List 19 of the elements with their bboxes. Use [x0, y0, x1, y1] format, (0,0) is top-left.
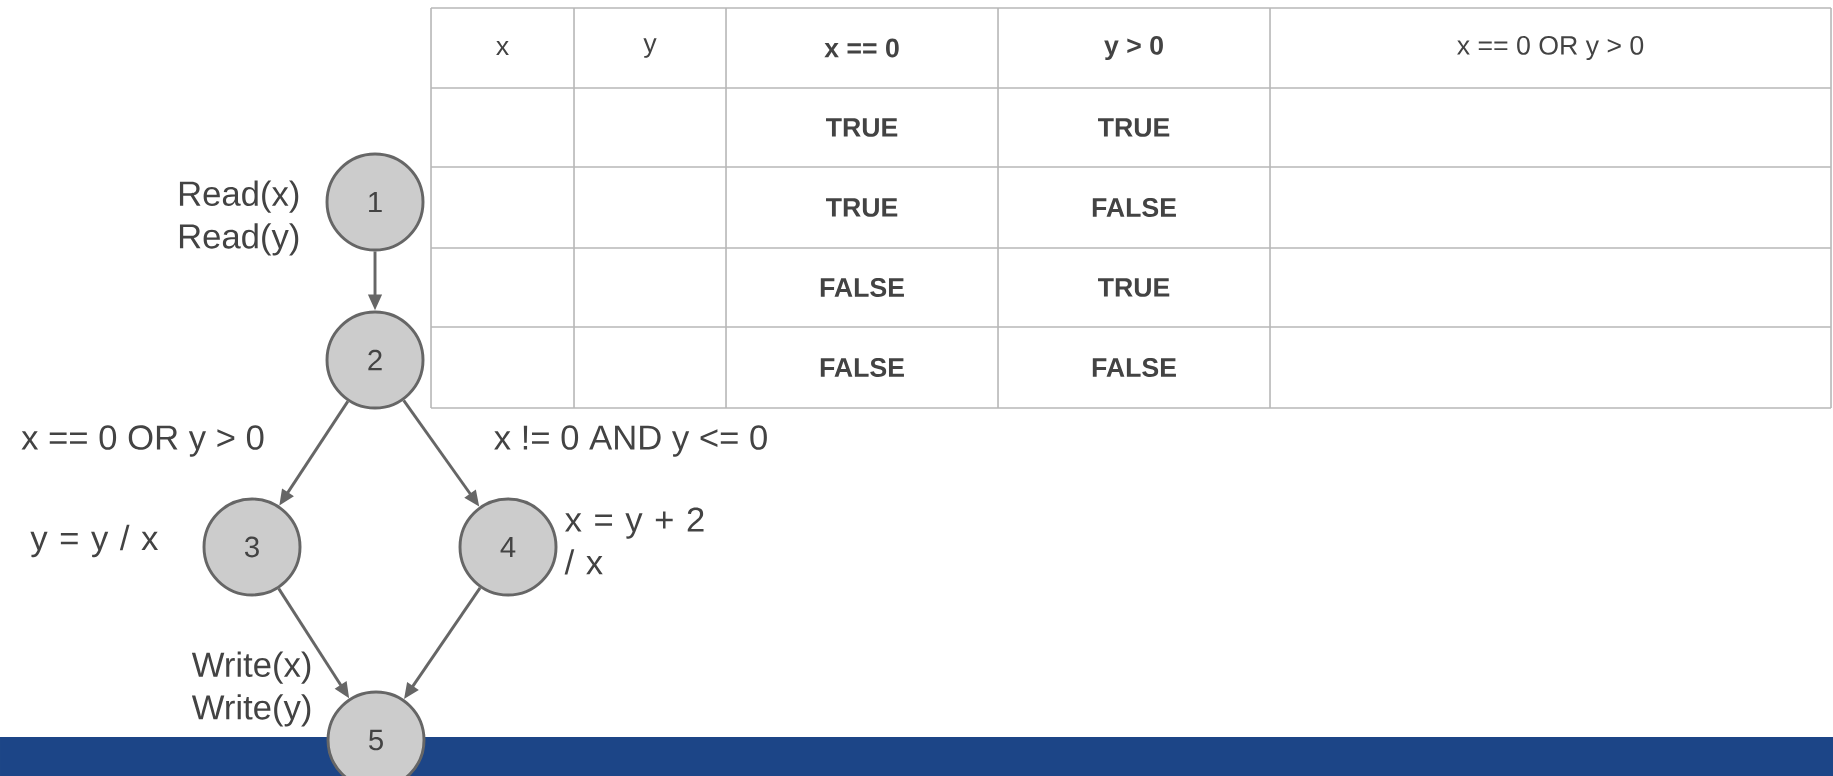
- truth-value: FALSE: [820, 278, 904, 297]
- truth-value: FALSE: [820, 358, 904, 377]
- column-header: x == 0 OR y > 0: [1457, 35, 1644, 61]
- truth-value: TRUE: [826, 198, 898, 217]
- truth-value: TRUE: [826, 118, 898, 137]
- column-header: y: [643, 38, 657, 58]
- column-header: x: [496, 40, 509, 56]
- annotation-text: x = y + 2 / x: [564, 507, 704, 575]
- truth-value: TRUE: [1098, 118, 1170, 137]
- annotation-text: Read(x) Read(y): [179, 180, 299, 256]
- column-header: y > 0: [1104, 35, 1163, 61]
- truth-value: TRUE: [1098, 278, 1170, 297]
- edge-label: x == 0 OR y > 0: [18, 422, 268, 460]
- column-header: x == 0: [824, 38, 899, 58]
- annotation-text: y = y / x: [30, 524, 159, 558]
- edge-label: x != 0 AND y <= 0: [491, 422, 771, 460]
- annotation-text: Write(x) Write(y): [191, 651, 311, 727]
- truth-value: FALSE: [1092, 198, 1176, 217]
- truth-value: FALSE: [1092, 358, 1176, 377]
